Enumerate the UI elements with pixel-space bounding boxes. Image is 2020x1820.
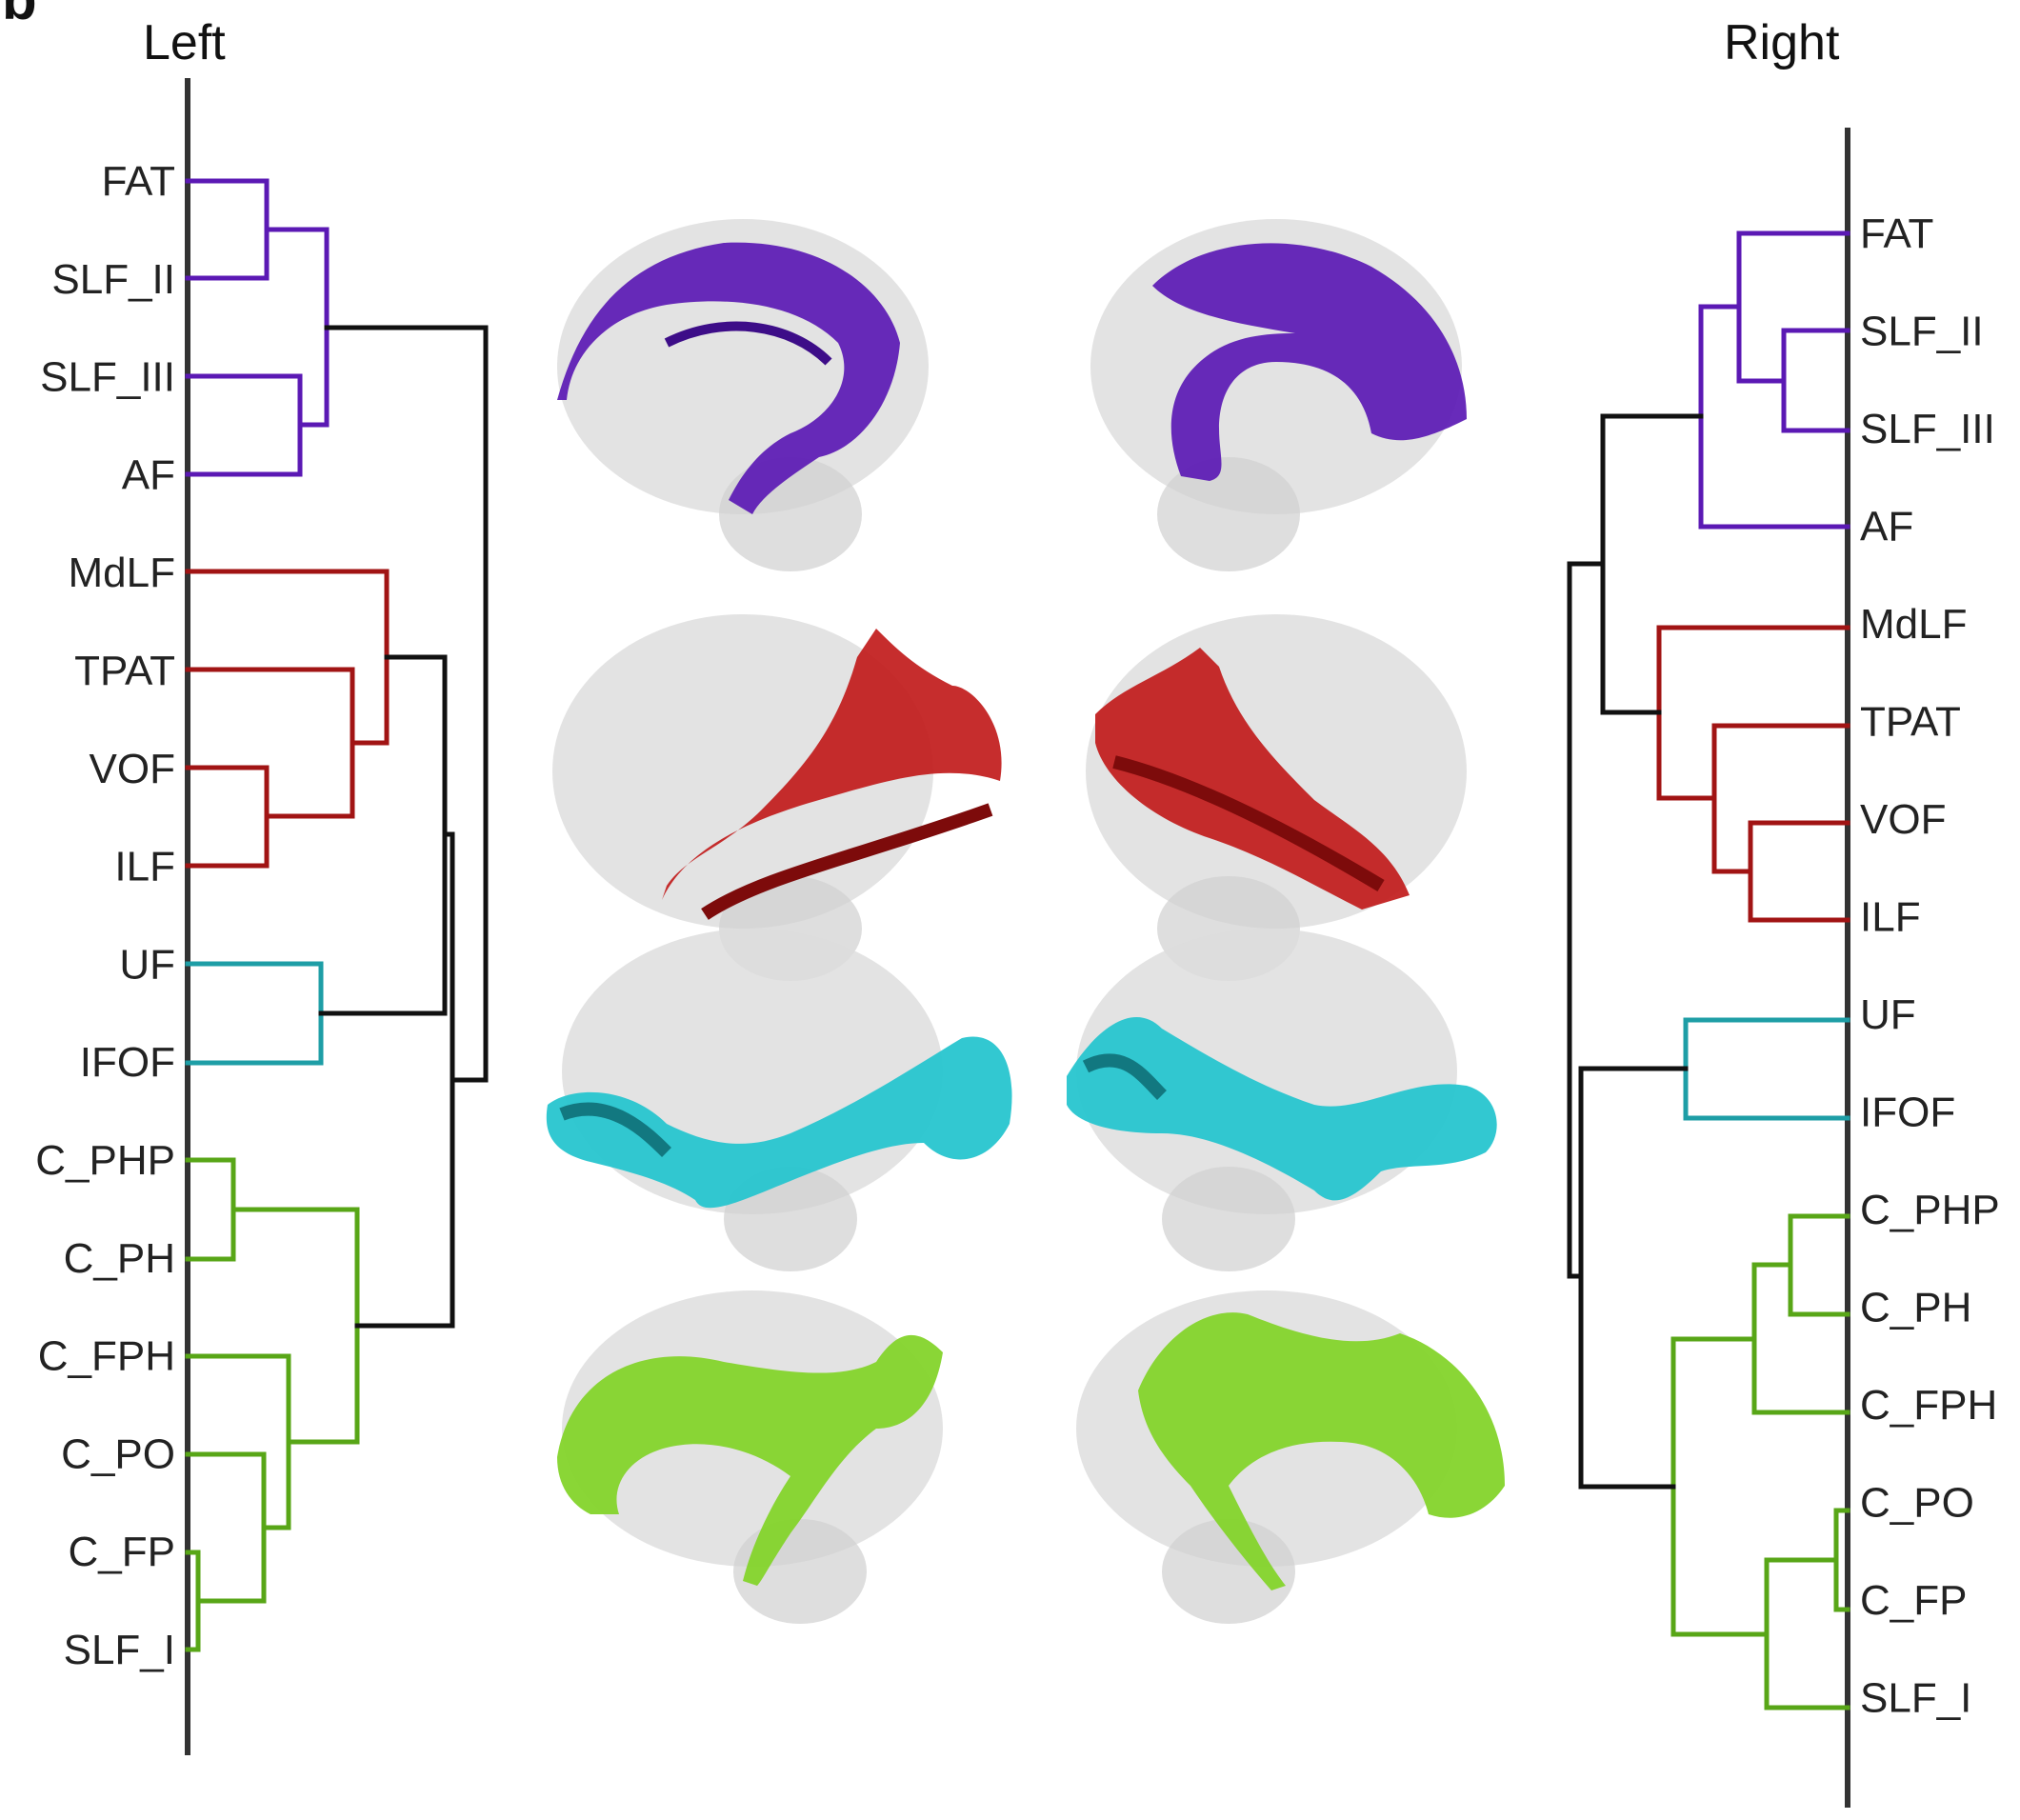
brain-left-purple <box>557 219 929 571</box>
left-leaf-label-mdlf: MdLF <box>69 550 175 596</box>
brain-left-red <box>552 614 1002 981</box>
right-leaf-label-mdlf: MdLF <box>1860 601 1967 648</box>
left-title: Left <box>143 15 226 70</box>
right-leaf-label-ilf: ILF <box>1860 894 1921 941</box>
brain-right-green <box>1076 1290 1505 1624</box>
left-cyan-cluster <box>185 961 324 1066</box>
left-leaf-label-vof: VOF <box>90 746 175 792</box>
brain-row-purple <box>557 219 1467 571</box>
left-red-cluster <box>185 569 390 869</box>
right-leaf-label-vof: VOF <box>1860 796 1946 843</box>
left-leaf-label-c-fp: C_FP <box>69 1529 175 1575</box>
right-cyan-cluster <box>1683 1017 1850 1121</box>
brain-renderings <box>546 219 1505 1624</box>
left-leaf-label-c-ph: C_PH <box>64 1235 175 1282</box>
right-leaf-label-ifof: IFOF <box>1860 1090 1955 1136</box>
right-leaf-label-slf-iii: SLF_III <box>1860 406 1995 452</box>
brain-row-cyan <box>546 929 1497 1271</box>
tract-bundle-purple-left <box>557 242 900 515</box>
right-leaf-label-af: AF <box>1860 504 1913 550</box>
tract-bundle-cyan-right <box>1067 1017 1497 1201</box>
left-leaf-label-slf-ii: SLF_II <box>51 256 175 303</box>
left-black-links <box>318 325 489 1329</box>
brain-row-red <box>552 614 1467 981</box>
tract-bundle-red-right <box>1095 648 1410 910</box>
brain-right-purple <box>1090 219 1467 571</box>
left-leaf-label-c-po: C_PO <box>61 1430 175 1477</box>
left-purple-cluster <box>185 178 330 477</box>
right-leaf-label-uf: UF <box>1860 991 1916 1038</box>
left-leaf-labels: FAT SLF_II SLF_III AF MdLF TPAT VOF ILF UF IFOF C_… <box>35 158 175 1673</box>
left-leaf-label-fat: FAT <box>102 158 175 205</box>
right-leaf-label-c-po: C_PO <box>1860 1480 1974 1527</box>
left-dendrogram <box>185 78 489 1755</box>
tract-bundle-green-right <box>1138 1312 1505 1590</box>
left-leaf-label-tpat: TPAT <box>74 648 175 694</box>
left-leaf-label-af: AF <box>122 451 175 498</box>
right-leaf-label-tpat: TPAT <box>1860 699 1961 746</box>
right-leaf-label-c-ph: C_PH <box>1860 1285 1971 1331</box>
left-green-cluster <box>185 1157 360 1652</box>
right-leaf-label-slf-ii: SLF_II <box>1860 309 1984 355</box>
right-leaf-label-c-php: C_PHP <box>1860 1187 2000 1233</box>
left-leaf-label-slf-iii: SLF_III <box>40 354 175 401</box>
right-leaf-label-fat: FAT <box>1860 210 1933 257</box>
right-leaf-label-c-fph: C_FPH <box>1860 1382 1997 1429</box>
left-leaf-label-ilf: ILF <box>114 844 175 890</box>
right-title: Right <box>1724 15 1840 70</box>
left-leaf-label-c-php: C_PHP <box>35 1137 175 1184</box>
brain-right-red <box>1086 614 1467 981</box>
right-green-cluster <box>1670 1213 1850 1710</box>
right-red-cluster <box>1656 625 1850 923</box>
right-leaf-label-c-fp: C_FP <box>1860 1577 1967 1624</box>
tract-bundle-red-left <box>662 629 1002 900</box>
tract-bundle-green-left <box>557 1334 943 1586</box>
left-leaf-label-ifof: IFOF <box>80 1039 175 1086</box>
panel-label: b <box>2 0 37 31</box>
right-black-links <box>1567 413 1704 1490</box>
right-leaf-label-slf-i: SLF_I <box>1860 1675 1971 1722</box>
brain-left-cyan <box>546 929 1012 1271</box>
brain-left-green <box>557 1290 943 1624</box>
brain-row-green <box>557 1290 1505 1624</box>
left-leaf-label-uf: UF <box>119 941 175 988</box>
tract-bundle-cyan-left <box>546 1036 1012 1209</box>
left-leaf-label-c-fph: C_FPH <box>38 1333 175 1380</box>
right-dendrogram <box>1567 128 1850 1808</box>
tract-bundle-purple-right <box>1152 243 1467 481</box>
brain-right-cyan <box>1067 929 1497 1271</box>
left-leaf-label-slf-i: SLF_I <box>64 1627 175 1673</box>
right-leaf-labels: FAT SLF_II SLF_III AF MdLF TPAT VOF ILF UF IFOF C_… <box>1860 210 2000 1722</box>
right-purple-cluster <box>1698 230 1850 530</box>
